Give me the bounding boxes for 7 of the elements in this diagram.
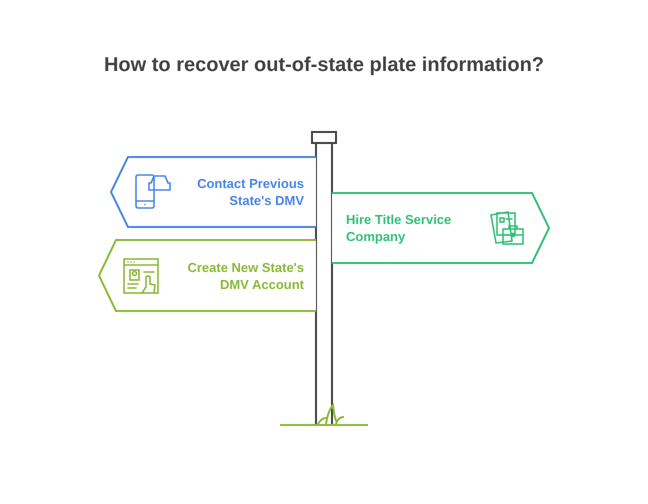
arrow-sign <box>332 192 550 264</box>
arrow-sign <box>110 156 316 228</box>
sign-label: Hire Title Service Company <box>346 211 452 245</box>
arrow-sign <box>98 239 316 312</box>
title: How to recover out-of-state plate information? <box>102 54 546 77</box>
sign-label: Create New State's DMV Account <box>186 258 304 292</box>
sign-label: Contact Previous State's DMV <box>196 175 304 209</box>
